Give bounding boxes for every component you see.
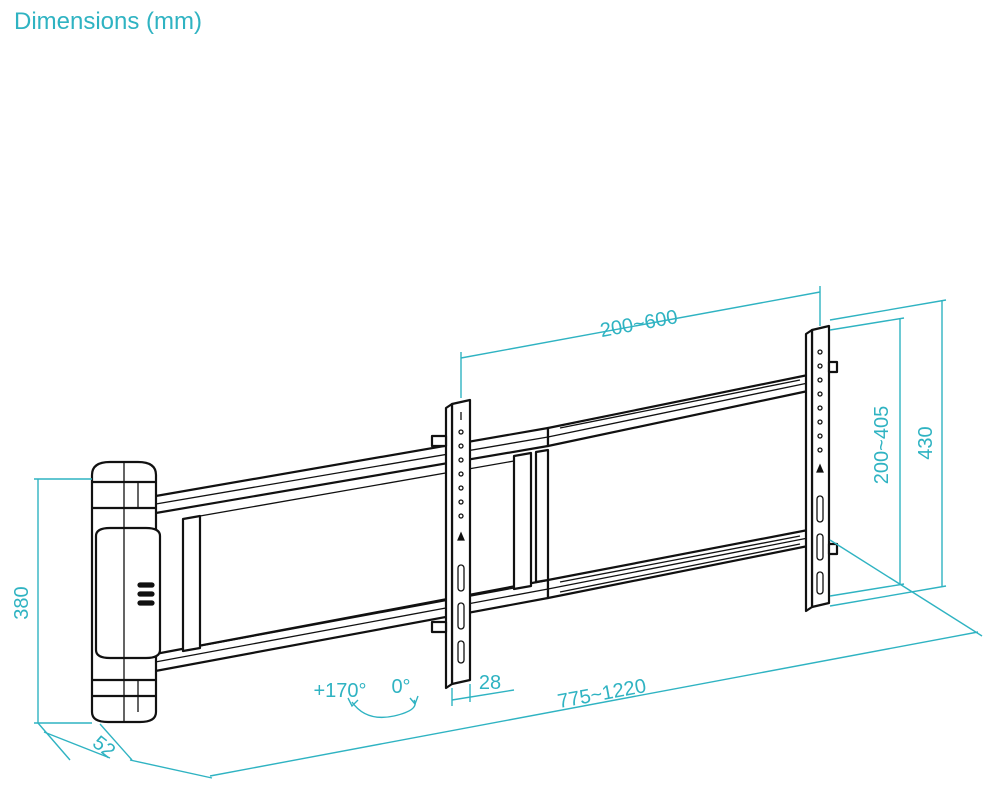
mount-drawing xyxy=(90,324,839,724)
rail-slots xyxy=(559,379,801,593)
vesa-horizontal-label: 200~600 xyxy=(598,306,679,342)
rotation-left-label: +170° xyxy=(313,680,366,702)
dimension-lines xyxy=(34,286,983,779)
lower-arm xyxy=(148,528,810,674)
plate-height-label: 430 xyxy=(915,426,937,459)
right-vesa-bracket xyxy=(804,324,839,613)
rail-width-label: 28 xyxy=(479,672,501,694)
page-title: Dimensions (mm) xyxy=(14,8,203,35)
vesa-vertical-label: 200~405 xyxy=(871,406,893,484)
wall-pivot-column xyxy=(90,460,162,724)
rotation-right-label: 0° xyxy=(391,676,410,698)
depth-label: 52 xyxy=(88,732,119,763)
wall-plate-height-label: 380 xyxy=(11,586,33,619)
upper-arm xyxy=(148,373,810,516)
left-vesa-bracket xyxy=(430,398,472,690)
arm-extension-label: 775~1220 xyxy=(556,675,648,713)
